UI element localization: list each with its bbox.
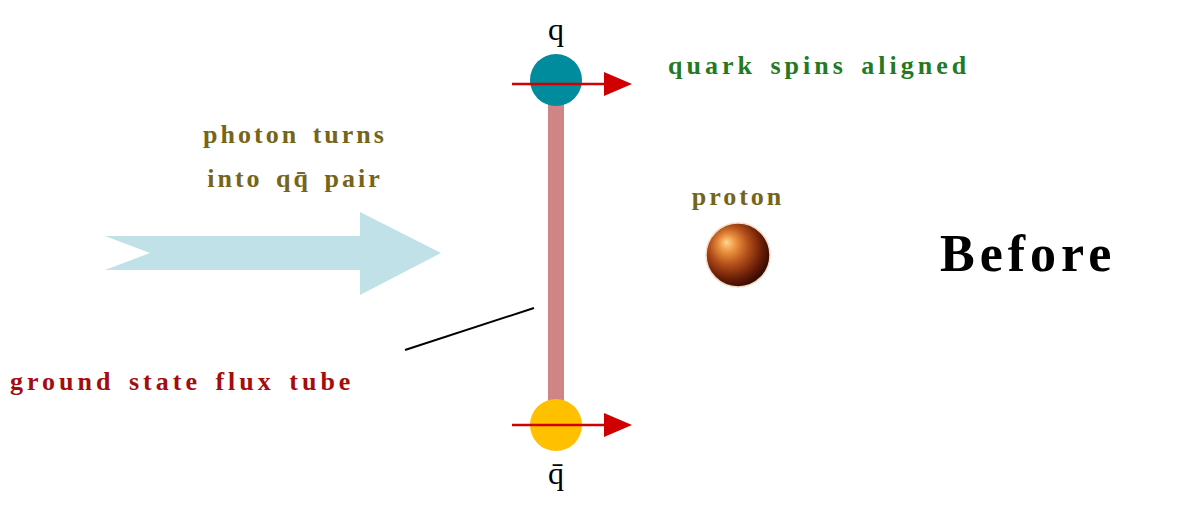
spin-line [530, 83, 582, 86]
annotation: quark spins aligned [668, 50, 1148, 81]
node-label: q [548, 11, 564, 48]
label-holder: ground state flux tube [10, 366, 530, 397]
sphere [706, 223, 770, 287]
circle [530, 54, 582, 106]
callout-label: ground state flux tube [10, 366, 530, 397]
label-holder: quark spins aligned [668, 50, 1148, 81]
antiquark-circle: q̄ [530, 399, 582, 451]
proton-sphere: proton [705, 222, 771, 288]
title: Before [940, 224, 1180, 284]
title-holder: Before [940, 224, 1180, 284]
quark-circle: q [530, 54, 582, 106]
node-label: q̄ [548, 455, 564, 492]
leader-line [405, 308, 534, 350]
circle [530, 399, 582, 451]
node-label: proton [692, 182, 785, 212]
proton-sphere-shape [705, 222, 771, 288]
photon-arrow [105, 212, 441, 295]
flux-tube [548, 104, 564, 401]
spin-line [530, 424, 582, 427]
quark-circle-shape [530, 54, 582, 106]
label-holder: photon turns into qq̄ pair [185, 113, 405, 201]
antiquark-circle-shape [530, 399, 582, 451]
annotation: photon turns into qq̄ pair [185, 113, 405, 201]
